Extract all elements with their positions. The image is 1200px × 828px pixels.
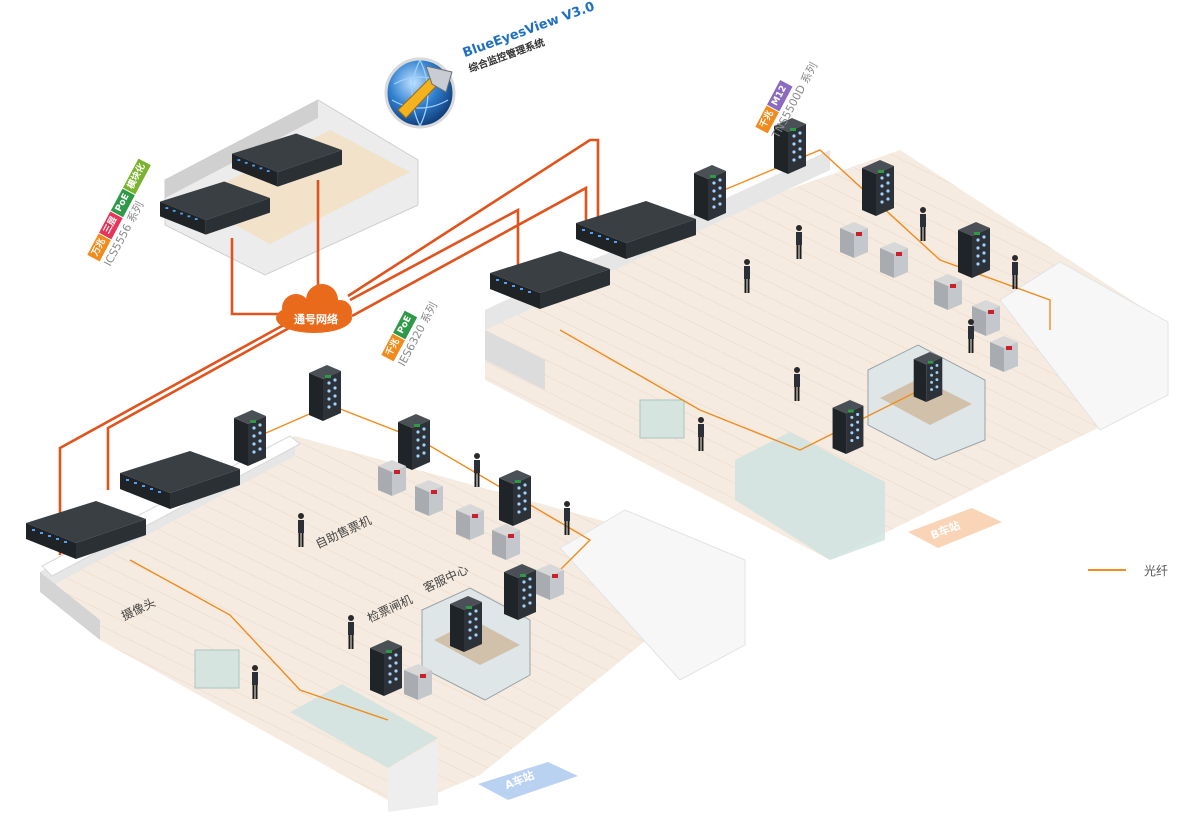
ticket-gate — [972, 300, 1000, 336]
ticket-gate — [378, 460, 406, 496]
tns5500d-switch — [913, 352, 943, 402]
station-b — [485, 150, 1169, 560]
ticket-gate — [404, 664, 432, 700]
cloud-label: 通号网络 — [294, 313, 338, 326]
ticket-gate — [536, 564, 564, 600]
ies6320-switch — [504, 564, 536, 620]
ies6320-switch — [499, 470, 531, 526]
ticket-gate — [990, 336, 1018, 372]
ies6320-switch — [398, 414, 430, 470]
tns5500d-switch — [958, 222, 990, 278]
ticket-gate — [840, 222, 868, 258]
ticket-gate — [456, 504, 484, 540]
cloud-network — [276, 284, 352, 333]
legend-fiber-label: 光纤 — [1144, 564, 1169, 578]
control-room — [160, 99, 419, 276]
ticket-gate — [880, 242, 908, 278]
ticket-gate — [415, 480, 443, 516]
network-links — [58, 138, 600, 555]
ticket-gate — [492, 524, 520, 560]
blueeyesview-logo — [384, 57, 456, 129]
tns5500d-switch — [694, 165, 726, 221]
passenger — [474, 453, 480, 487]
legend-fiber-line — [1088, 569, 1126, 571]
tns5500d-switch — [832, 400, 864, 454]
tns5500d-switch — [862, 160, 894, 216]
ies6320-switch — [309, 365, 341, 421]
ies6320-switch — [234, 410, 266, 466]
station-b-badge-bg — [908, 508, 1002, 548]
ies6320-switch — [370, 640, 402, 696]
ies6320-switch — [450, 596, 482, 652]
ticket-gate — [934, 274, 962, 310]
station-a-badge-bg — [478, 762, 578, 800]
